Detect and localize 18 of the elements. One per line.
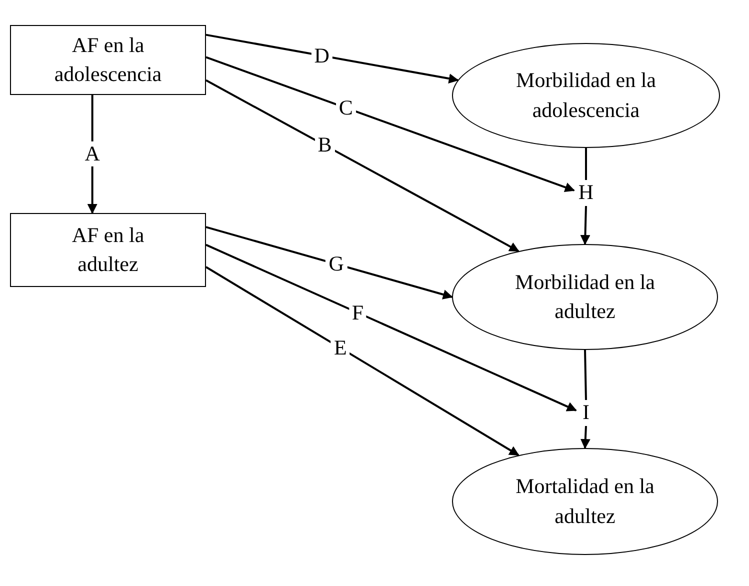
node-text: AF en la adultez bbox=[70, 222, 146, 278]
node-text: Morbilidad en la adultez bbox=[514, 268, 656, 325]
arrow bbox=[206, 34, 459, 84]
arrow bbox=[206, 79, 520, 252]
arrow bbox=[206, 56, 575, 192]
arrow bbox=[205, 266, 520, 456]
node-text: Morbilidad en la adolescencia bbox=[515, 67, 657, 124]
arrow bbox=[206, 226, 453, 300]
arrow bbox=[580, 206, 590, 245]
path-label: I bbox=[576, 400, 596, 426]
edge-label: A bbox=[82, 141, 103, 167]
arrow bbox=[580, 426, 590, 449]
process-box bbox=[10, 213, 206, 287]
node-text: Mortalidad en la adultez bbox=[514, 473, 656, 530]
arrow bbox=[206, 244, 577, 412]
path-label: H bbox=[574, 180, 598, 206]
node-text: AF en la adolescencia bbox=[53, 32, 163, 88]
process-box bbox=[10, 25, 206, 95]
